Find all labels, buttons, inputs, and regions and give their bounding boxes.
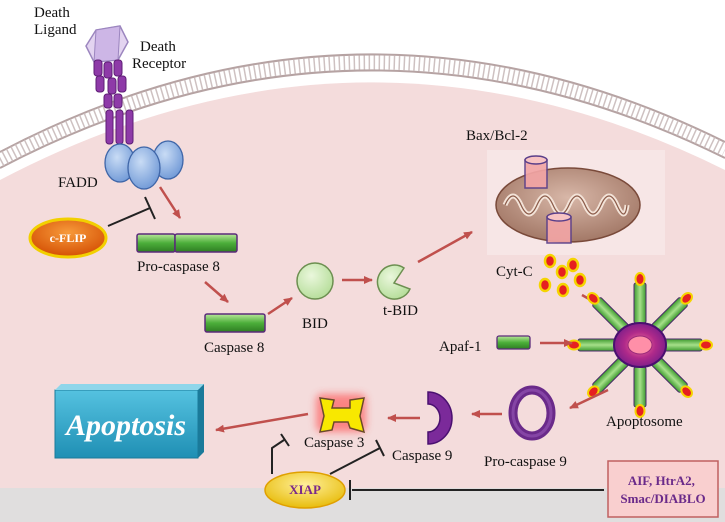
fadd-label: FADD: [58, 175, 98, 191]
bid-shape: [296, 262, 334, 300]
bax-channel-shapes: [524, 155, 572, 244]
xiap-label: XIAP: [289, 482, 321, 497]
procaspase8-label: Pro-caspase 8: [137, 259, 220, 275]
cytc-label: Cyt-C: [496, 264, 533, 280]
cflip-label: c-FLIP: [50, 231, 87, 245]
bid-label: BID: [302, 316, 328, 332]
aif-label: AIF, HtrA2, Smac/DIABLO: [620, 473, 705, 506]
arrow-apoptosome-procasp9: [569, 388, 609, 410]
cflip-shape: [28, 217, 108, 259]
xiap-inhibit-casp9: [329, 439, 385, 475]
caspase8-shape: [204, 313, 266, 333]
death-ligand-shape: [85, 25, 129, 63]
procaspase8-shape: [136, 233, 238, 253]
cytc-shapes: [538, 253, 587, 298]
tbid-shape: [376, 264, 412, 300]
apoptosis-label: Apoptosis: [64, 409, 186, 442]
arrow-casp3-apoptosis: [215, 412, 309, 433]
cflip-inhibit-line: [107, 196, 156, 227]
procaspase9-label: Pro-caspase 9: [484, 454, 567, 470]
apoptosome-shape: [567, 272, 713, 418]
xiap-shape: [264, 471, 346, 509]
death-receptor-shape: [93, 59, 134, 145]
apoptosis-box: [54, 384, 204, 459]
baxbcl2-label: Bax/Bcl-2: [466, 128, 528, 144]
fadd-shape: [104, 140, 184, 190]
caspase9-label: Caspase 9: [392, 448, 452, 464]
aif-inhibit-xiap: [349, 480, 604, 500]
death-ligand-label: Death Ligand: [34, 5, 77, 38]
arrow-procasp8-casp8: [204, 281, 229, 303]
caspase3-shape: [316, 394, 366, 434]
caspase8-label: Caspase 8: [204, 340, 264, 356]
apaf1-label: Apaf-1: [439, 339, 481, 355]
arrow-fadd-procasp8: [158, 186, 182, 219]
caspase9-shape: [427, 391, 453, 445]
arrow-casp8-bid: [267, 296, 293, 316]
aif-box: [607, 460, 719, 518]
apoptosome-label: Apoptosome: [606, 414, 683, 430]
xiap-inhibit-casp3: [271, 433, 290, 474]
caspase3-label: Caspase 3: [304, 435, 364, 451]
arrow-tbid-mito: [417, 230, 473, 264]
tbid-label: t-BID: [383, 303, 418, 319]
apaf1-shape: [496, 335, 531, 350]
death-receptor-label: Death Receptor: [132, 39, 186, 72]
bottom-strip: [0, 488, 725, 522]
